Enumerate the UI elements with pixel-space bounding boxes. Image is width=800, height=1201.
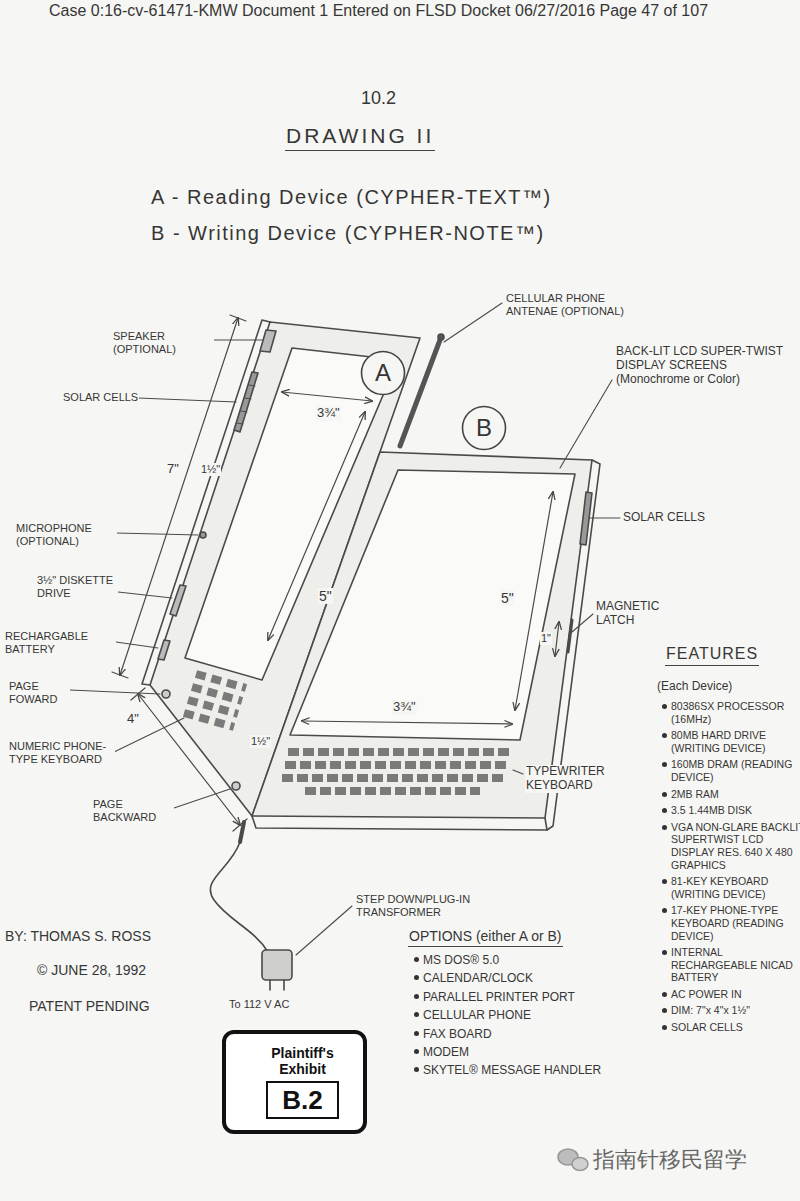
- page-forward-button: [162, 690, 170, 698]
- dimension-arrows: [555, 622, 559, 656]
- transformer: [262, 950, 292, 980]
- dimension-arrows: [515, 492, 553, 710]
- dimension-arrows: [282, 392, 372, 401]
- dimension-label: 3¾": [392, 700, 417, 715]
- circle-shape: [362, 352, 405, 395]
- exhibit-stamp: Plaintiff's ExhibitB.2: [222, 1030, 367, 1134]
- section-heading: OPTIONS (either A or B): [408, 928, 563, 947]
- feature-item: SOLAR CELLS: [660, 1021, 800, 1034]
- callout-label: 3½" DISKETTE DRIVE: [36, 574, 118, 599]
- microphone: [200, 532, 206, 538]
- callout-letter: B: [476, 416, 492, 440]
- antenna: [400, 340, 440, 446]
- feature-item: 80MB HARD DRIVE (WRITING DEVICE): [660, 729, 800, 754]
- device-legend: B - Writing Device (CYPHER-NOTE™): [150, 222, 546, 245]
- magnetic-latch: [568, 620, 572, 652]
- option-item: CELLULAR PHONE: [412, 1008, 634, 1022]
- feature-item: DIM: 7"x 4"x 1½": [660, 1004, 800, 1017]
- dimension-arrows: [120, 318, 238, 675]
- callout-label: MAGNETIC LATCH: [595, 600, 667, 628]
- transformer-prongs: [270, 980, 284, 990]
- feature-item: AC POWER IN: [660, 988, 800, 1001]
- feature-item: VGA NON-GLARE BACKLIT SUPERTWIST LCD DIS…: [660, 821, 800, 871]
- device-legend: A - Reading Device (CYPHER-TEXT™): [150, 186, 553, 209]
- dimension-label: 4": [126, 712, 140, 727]
- feature-item: 80386SX PROCESSOR (16MHz): [660, 700, 800, 725]
- page-backward-button: [232, 782, 240, 790]
- diskette-slot: [170, 585, 186, 616]
- feature-item: 81-KEY KEYBOARD (WRITING DEVICE): [660, 875, 800, 900]
- option-item: PARALLEL PRINTER PORT: [412, 990, 634, 1004]
- option-item: MODEM: [412, 1045, 634, 1059]
- callout-label: SOLAR CELLS: [622, 511, 706, 525]
- patent-note: PATENT PENDING: [28, 998, 151, 1014]
- callout-label: MICROPHONE (OPTIONAL): [15, 522, 117, 547]
- typewriter-keys: [282, 752, 510, 791]
- speaker: [260, 330, 276, 352]
- option-item: SKYTEL® MESSAGE HANDLER: [412, 1063, 634, 1077]
- callout-label: PAGE FOWARD: [8, 680, 70, 705]
- power-cord: [210, 842, 268, 952]
- option-item: MS DOS® 5.0: [412, 953, 634, 967]
- feature-item: INTERNAL RECHARGEABLE NICAD BATTERY: [660, 946, 800, 984]
- feature-item: 160MB DRAM (READING DEVICE): [660, 758, 800, 783]
- callout-circle: B: [461, 405, 507, 451]
- circle-shape: [463, 407, 506, 450]
- drawing-title: DRAWING II: [285, 124, 435, 151]
- section-heading: FEATURES: [665, 645, 759, 666]
- watermark: 指南针移民留学: [592, 1147, 748, 1172]
- dimension-label: 1": [540, 632, 552, 645]
- date-note: © JUNE 28, 1992: [36, 962, 147, 978]
- wechat-icon: [572, 1158, 588, 1171]
- callout-letter: A: [375, 361, 391, 385]
- option-item: CALENDAR/CLOCK: [412, 971, 634, 985]
- writing-device-front: [252, 816, 547, 830]
- solar-cells-left: [234, 372, 258, 432]
- callout-label: SOLAR CELLS: [62, 391, 139, 404]
- callout-label: TYPEWRITER KEYBOARD: [525, 765, 637, 793]
- page-number: 10.2: [360, 88, 397, 109]
- writing-device-body: [252, 452, 592, 818]
- callout-label: To 112 V AC: [228, 998, 290, 1011]
- dimension-arrows: [268, 412, 365, 640]
- exhibit-number: B.2: [266, 1081, 338, 1119]
- callout-label: PAGE BACKWARD: [92, 798, 174, 823]
- leader-lines: [70, 303, 620, 955]
- antenna-tip: [438, 334, 444, 340]
- callout-label: BACK-LIT LCD SUPER-TWIST DISPLAY SCREENS…: [615, 345, 792, 386]
- section-note: (Each Device): [656, 680, 733, 694]
- dimension-label: 1½": [250, 735, 271, 748]
- dimension-label: 5": [318, 588, 333, 604]
- dimension-label: 7": [166, 462, 180, 477]
- docket-header: Case 0:16-cv-61471-KMW Document 1 Entere…: [48, 2, 709, 20]
- battery: [158, 640, 170, 660]
- solar-hatch: [237, 385, 255, 424]
- dimension-label: 3¾": [316, 406, 341, 421]
- author-note: BY: THOMAS S. ROSS: [4, 928, 152, 944]
- feature-item: 3.5 1.44MB DISK: [660, 804, 800, 817]
- writing-device-screen: [290, 470, 575, 740]
- callout-circle: A: [360, 350, 406, 396]
- callout-label: CELLULAR PHONE ANTENAE (OPTIONAL): [505, 292, 627, 317]
- callout-label: NUMERIC PHONE-TYPE KEYBOARD: [8, 740, 115, 765]
- callout-label: RECHARGABLE BATTERY: [4, 630, 116, 655]
- option-item: FAX BOARD: [412, 1027, 634, 1041]
- dimension-arrows: [302, 721, 512, 724]
- dimension-label: 1½": [200, 463, 221, 476]
- phone-keypad: [184, 674, 246, 727]
- callout-label: SPEAKER (OPTIONAL): [112, 330, 214, 355]
- power-plug: [240, 822, 244, 842]
- exhibit-heading: Plaintiff's Exhibit: [253, 1045, 353, 1077]
- callout-label: STEP DOWN/PLUG-IN TRANSFORMER: [355, 893, 487, 918]
- feature-item: 17-KEY PHONE-TYPE KEYBOARD (READING DEVI…: [660, 904, 800, 942]
- feature-item: 2MB RAM: [660, 788, 800, 801]
- dimension-label: 5": [500, 590, 515, 606]
